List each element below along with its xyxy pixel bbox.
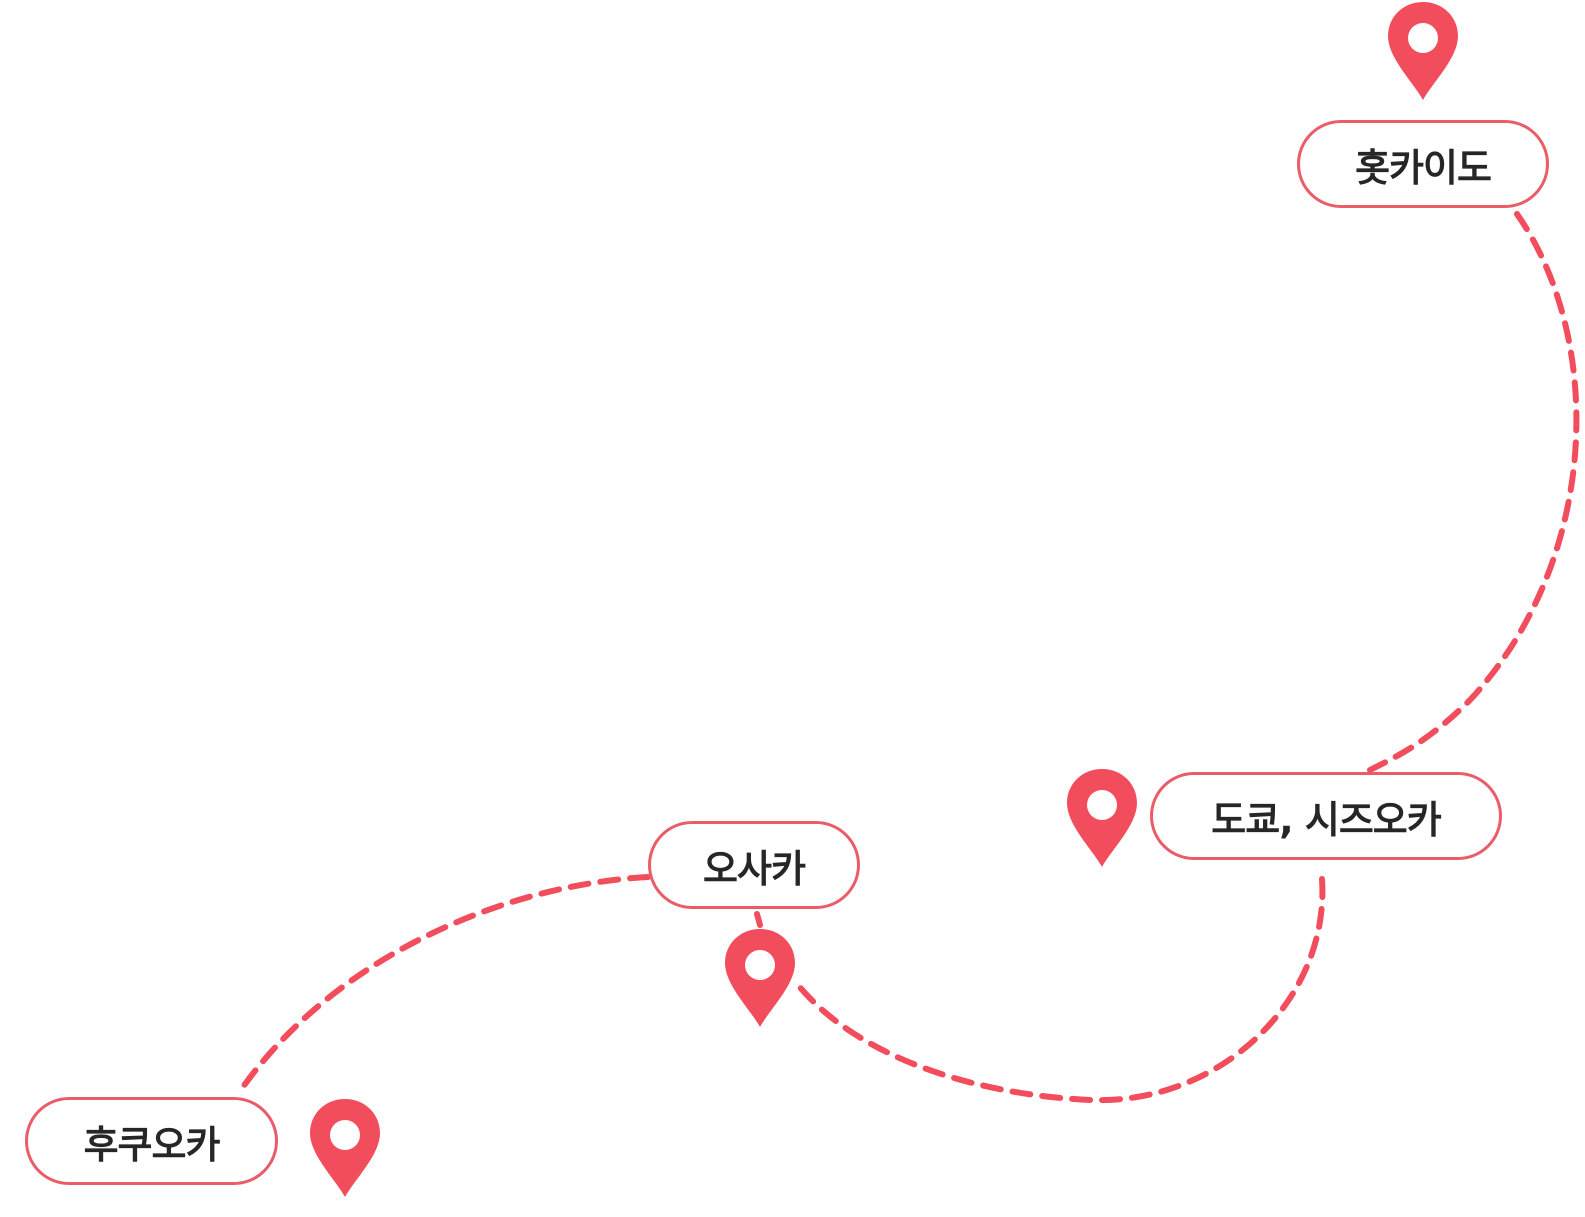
stop-label-text: 홋카이도 <box>1355 145 1492 190</box>
map-pin-icon <box>310 1099 380 1197</box>
route-segment-hokkaido-tokyo <box>1367 211 1580 773</box>
stop-label-hokkaido[interactable]: 홋카이도 <box>1297 120 1549 208</box>
stop-label-text: 오사카 <box>703 846 806 891</box>
stop-label-tokyo-shizuoka[interactable]: 도쿄, 시즈오카 <box>1150 772 1502 860</box>
stop-label-text: 후쿠오카 <box>83 1122 221 1167</box>
stop-label-osaka[interactable]: 오사카 <box>648 821 860 909</box>
stop-label-fukuoka[interactable]: 후쿠오카 <box>25 1097 278 1185</box>
route-segment-osaka-fukuoka <box>235 874 651 1097</box>
map-pin-icon <box>725 929 795 1027</box>
map-pin-icon <box>1067 769 1137 867</box>
map-pin-icon <box>1388 2 1458 100</box>
stop-label-text: 도쿄, 시즈오카 <box>1211 797 1441 842</box>
route-segment-osaka-connector <box>754 911 763 928</box>
route-segment-tokyo-osaka <box>795 876 1326 1104</box>
